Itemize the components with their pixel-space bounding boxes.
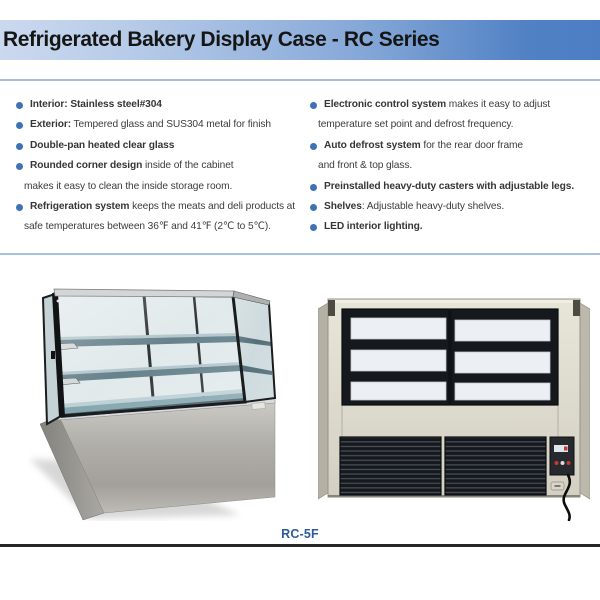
display-case-front-perspective-image: [30, 288, 277, 521]
feature-rest-text: keeps the meats and deli products at saf…: [24, 201, 295, 233]
glass-slat: [350, 317, 447, 340]
feature-bold-text: Shelves: [324, 201, 362, 213]
ventilation-grille-right: [444, 436, 547, 496]
feature-bold-text: LED interior lighting.: [324, 221, 423, 233]
top-aluminum-rail: [53, 288, 235, 298]
feature-section: Interior: Stainless steel#304 Exterior: …: [16, 95, 598, 238]
sliding-door-left: [350, 317, 447, 401]
control-button: [566, 461, 571, 465]
glass-slat: [454, 382, 551, 401]
list-item: Preinstalled heavy-duty casters with adj…: [310, 177, 598, 197]
rear-window: [341, 308, 559, 406]
bullet-dot-icon: [310, 142, 317, 150]
feature-bold-text: Double-pan heated clear glass: [30, 139, 175, 151]
list-item: Exterior: Tempered glass and SUS304 meta…: [16, 115, 308, 135]
feature-rest-text: : Adjustable heavy-duty shelves.: [361, 201, 505, 213]
model-caption: RC-5F: [281, 527, 319, 541]
feature-rest-text: for the rear door frame and front & top …: [318, 139, 523, 172]
center-door-divider: [448, 309, 452, 405]
bullet-dot-icon: [310, 102, 317, 109]
bullet-dot-icon: [16, 204, 23, 212]
glass-slat: [454, 351, 551, 374]
list-item: LED interior lighting.: [310, 217, 598, 237]
list-item: Double-pan heated clear glass: [16, 136, 308, 156]
list-item: Interior: Stainless steel#304: [16, 95, 308, 115]
bullet-dot-icon: [310, 204, 317, 212]
divider-under-title: [0, 79, 600, 81]
control-button: [560, 461, 565, 465]
bottom-divider: [0, 544, 600, 547]
glass-canopy: [41, 288, 277, 426]
feature-bold-text: Interior: Stainless steel#304: [30, 99, 162, 110]
feature-bold-text: Rounded corner design: [30, 160, 143, 172]
condenser-section: [339, 436, 575, 521]
side-wing-left: [318, 302, 329, 500]
side-hinge: [51, 351, 55, 359]
glass-slat: [350, 381, 447, 401]
divider-under-features: [0, 253, 600, 255]
feature-rest-text: Tempered glass and SUS304 metal for fini…: [71, 119, 272, 131]
glass-slat: [454, 319, 551, 342]
bullet-dot-icon: [16, 142, 23, 150]
bullet-dot-icon: [310, 183, 317, 191]
list-item: Auto defrost system for the rear door fr…: [310, 136, 598, 177]
list-item: Rounded corner design inside of the cabi…: [16, 156, 308, 197]
temperature-display: [554, 445, 568, 452]
front-corner-post: [52, 292, 65, 418]
list-item: Electronic control system makes it easy …: [310, 95, 598, 136]
sliding-door-right: [454, 319, 551, 401]
bullet-dot-icon: [16, 102, 23, 109]
feature-bold-text: Exterior:: [30, 119, 71, 131]
bullet-dot-icon: [310, 224, 317, 232]
feature-bold-text: Refrigeration system: [30, 201, 130, 213]
feature-bold-text: Auto defrost system: [324, 139, 421, 151]
list-item: Shelves: Adjustable heavy-duty shelves.: [310, 197, 598, 217]
power-cable: [562, 473, 571, 521]
feature-list-right: Electronic control system makes it easy …: [310, 95, 598, 238]
bullet-dot-icon: [16, 163, 23, 171]
title-banner: Refrigerated Bakery Display Case - RC Se…: [0, 20, 600, 60]
feature-list-left: Interior: Stainless steel#304 Exterior: …: [16, 95, 308, 238]
feature-rest-text: inside of the cabinet makes it easy to c…: [24, 160, 234, 192]
brand-label: [251, 402, 266, 410]
feature-bold-text: Electronic control system: [324, 99, 447, 110]
glass-slat: [350, 349, 447, 372]
control-panel: [549, 436, 575, 476]
bullet-dot-icon: [16, 122, 23, 130]
ventilation-grille-left: [339, 436, 442, 496]
display-case-rear-view-image: [318, 298, 590, 521]
side-wing-right: [579, 302, 590, 500]
list-item: Refrigeration system keeps the meats and…: [16, 197, 308, 238]
feature-bold-text: Preinstalled heavy-duty casters with adj…: [324, 180, 575, 192]
control-button: [554, 461, 559, 465]
page-title: Refrigerated Bakery Display Case - RC Se…: [3, 28, 440, 51]
feature-rest-text: makes it easy to adjust temperature set …: [318, 99, 551, 131]
